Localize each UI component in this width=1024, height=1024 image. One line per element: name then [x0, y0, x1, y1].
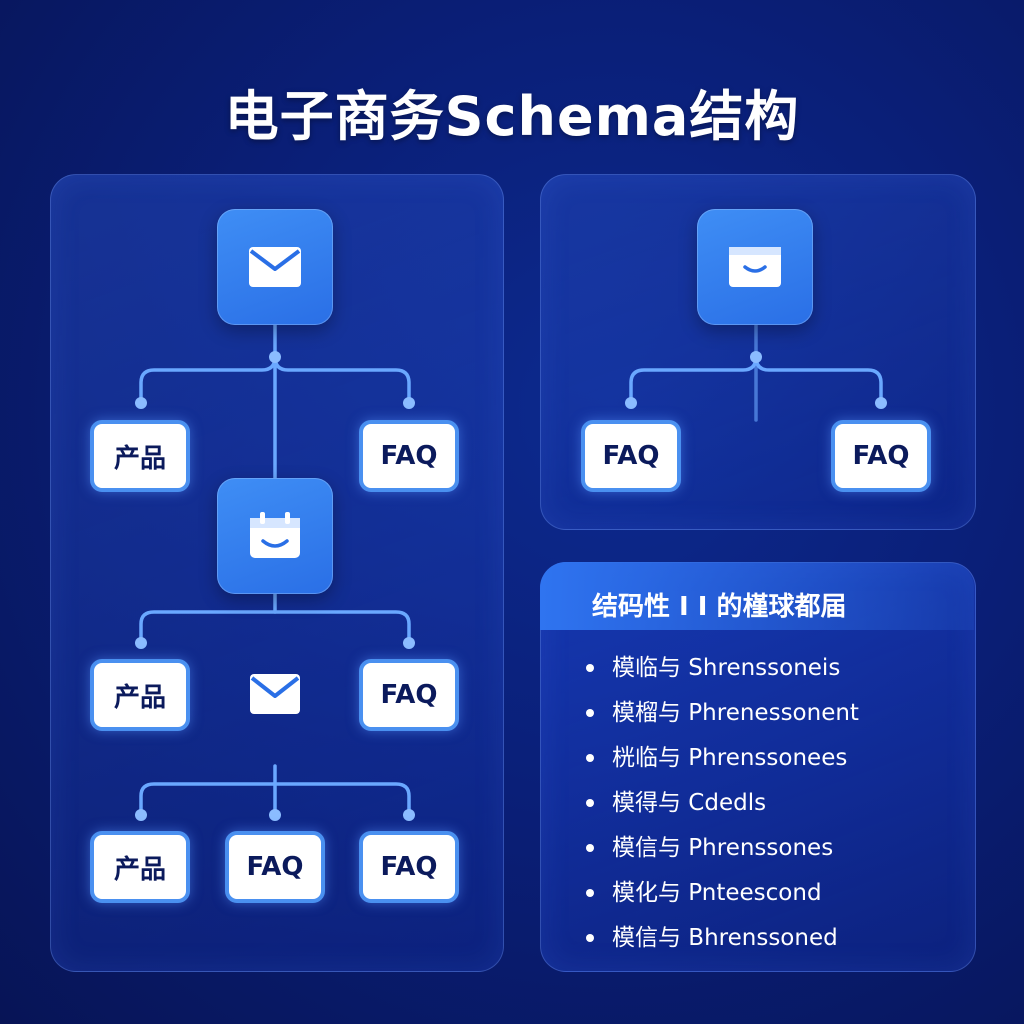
- mail-icon: [250, 674, 300, 714]
- node-faq[interactable]: FAQ: [831, 420, 931, 492]
- list-item: 模化与 Pnteescond: [586, 870, 859, 915]
- mail-icon-standalone: [248, 672, 302, 720]
- bullet-icon: [586, 663, 594, 672]
- node-faq[interactable]: FAQ: [359, 831, 459, 903]
- node-faq[interactable]: FAQ: [581, 420, 681, 492]
- list-title: 结码性 I I 的槿球都届: [592, 592, 847, 622]
- list-item-text: 模化与 Pnteescond: [612, 879, 822, 906]
- list-item: 模信与 Bhrenssoned: [586, 915, 859, 960]
- list-item: 模榴与 Phrenessonent: [586, 690, 859, 735]
- bullet-icon: [586, 933, 594, 942]
- node-label: FAQ: [246, 852, 304, 882]
- list-item-text: 模信与 Bhrenssoned: [612, 924, 838, 951]
- page-title: 电子商务Schema结构: [224, 85, 800, 148]
- bullet-icon: [586, 753, 594, 762]
- node-label: 产品: [113, 443, 166, 474]
- list-item-text: 模得与 Cdedls: [612, 789, 767, 816]
- list-header-bar: [540, 562, 974, 630]
- node-faq[interactable]: FAQ: [359, 420, 459, 492]
- node-faq[interactable]: FAQ: [359, 659, 459, 731]
- node-label: FAQ: [380, 441, 438, 471]
- calendar-hub[interactable]: [217, 478, 333, 594]
- box-hub[interactable]: [697, 209, 813, 325]
- mail-icon: [249, 247, 301, 287]
- list-item-text: 桄临与 Phrenssonees: [612, 744, 848, 771]
- node-label: FAQ: [602, 441, 660, 471]
- list-item: 模信与 Phrenssones: [586, 825, 859, 870]
- box-icon: [729, 247, 781, 287]
- node-label: FAQ: [852, 441, 910, 471]
- list-item-text: 模信与 Phrenssones: [612, 834, 834, 861]
- node-product[interactable]: 产品: [90, 420, 190, 492]
- list-item: 模得与 Cdedls: [586, 780, 859, 825]
- list-panel: [540, 562, 976, 972]
- list-item: 模临与 Shrenssoneis: [586, 645, 859, 690]
- calendar-icon: [250, 512, 300, 558]
- schema-list: 模临与 Shrenssoneis 模榴与 Phrenessonent 桄临与 P…: [586, 645, 859, 960]
- node-product[interactable]: 产品: [90, 831, 190, 903]
- node-label: 产品: [113, 854, 166, 885]
- list-item-text: 模榴与 Phrenessonent: [612, 699, 859, 726]
- bullet-icon: [586, 843, 594, 852]
- node-label: 产品: [113, 682, 166, 713]
- node-product[interactable]: 产品: [90, 659, 190, 731]
- list-item: 桄临与 Phrenssonees: [586, 735, 859, 780]
- bullet-icon: [586, 798, 594, 807]
- node-label: FAQ: [380, 680, 438, 710]
- node-faq[interactable]: FAQ: [225, 831, 325, 903]
- node-label: FAQ: [380, 852, 438, 882]
- mail-hub[interactable]: [217, 209, 333, 325]
- list-item-text: 模临与 Shrenssoneis: [612, 654, 841, 681]
- bullet-icon: [586, 708, 594, 717]
- bullet-icon: [586, 888, 594, 897]
